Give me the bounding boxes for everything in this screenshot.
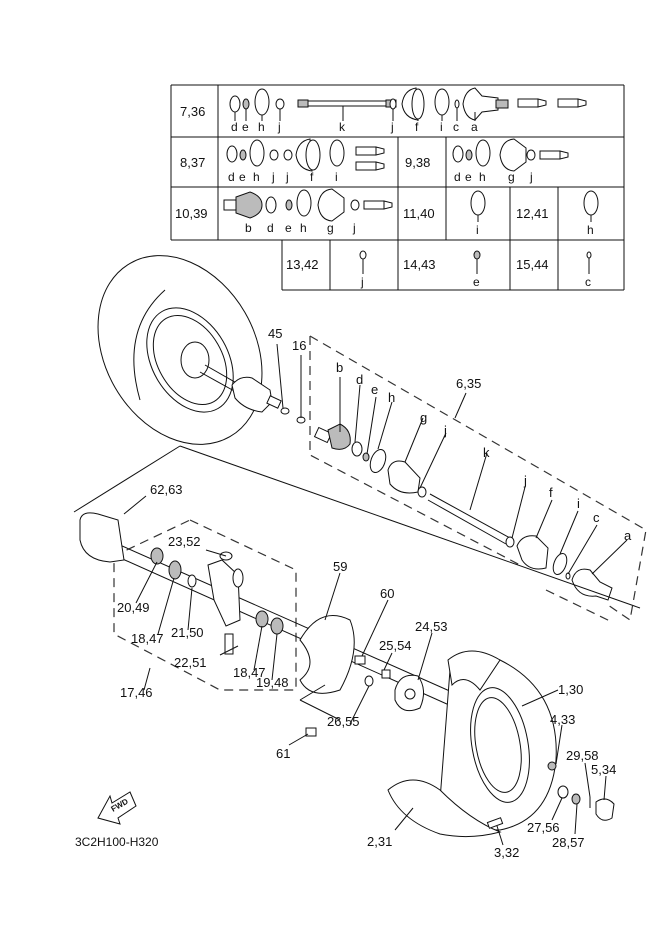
callout-23-52: 23,52 bbox=[168, 534, 201, 549]
callout-d: d bbox=[356, 372, 363, 387]
callout-j-lower: j bbox=[523, 473, 527, 488]
callout-g: g bbox=[420, 410, 427, 425]
callout-16: 16 bbox=[292, 338, 306, 353]
front-wheel-assembly bbox=[387, 650, 615, 838]
kit-8-37-part-f: f bbox=[310, 170, 314, 184]
callout-j-upper: j bbox=[443, 423, 447, 438]
kit-15-44-part-c: c bbox=[585, 275, 591, 289]
callout-18-47-left: 18,47 bbox=[131, 631, 164, 646]
callout-a: a bbox=[624, 528, 632, 543]
callout-24-53: 24,53 bbox=[415, 619, 448, 634]
kit-7-36-part-a: a bbox=[471, 120, 478, 134]
kit-row-10-39-icons: b d e h g j bbox=[223, 188, 393, 235]
kit-11-40-part-i: i bbox=[476, 223, 479, 237]
callout-k: k bbox=[483, 445, 490, 460]
leader-lines bbox=[123, 343, 628, 846]
knuckle-assembly bbox=[73, 445, 641, 737]
callout-62-63: 62,63 bbox=[150, 482, 183, 497]
kit-row-9-38-icons: d e h g j bbox=[452, 138, 569, 184]
kit-8-37-part-j: j bbox=[271, 170, 275, 184]
callout-3-32: 3,32 bbox=[494, 845, 519, 860]
kit-10-39-part-e: e bbox=[285, 221, 292, 235]
kit-7-36-part-k: k bbox=[339, 120, 346, 134]
callout-21-50: 21,50 bbox=[171, 625, 204, 640]
kit-7-36-part-e: e bbox=[242, 120, 249, 134]
callout-6-35: 6,35 bbox=[456, 376, 481, 391]
callout-26-55: 26,55 bbox=[327, 714, 360, 729]
kit-13-42-part-j: j bbox=[360, 275, 364, 289]
kit-row-7-36-icons: d e h j k j f i c a bbox=[229, 87, 587, 134]
kit-7-36-part-d: d bbox=[231, 120, 238, 134]
drive-shaft-assembly bbox=[280, 335, 647, 623]
kit-9-38-part-h: h bbox=[479, 170, 486, 184]
kit-7-36-part-j: j bbox=[277, 120, 281, 134]
kit-9-38-part-d: d bbox=[454, 170, 461, 184]
kit-ref-13-42: 13,42 bbox=[286, 257, 319, 272]
kit-ref-8-37: 8,37 bbox=[180, 155, 205, 170]
kit-8-37-part-j2: j bbox=[285, 170, 289, 184]
kit-7-36-part-j2: j bbox=[390, 120, 394, 134]
callout-45: 45 bbox=[268, 326, 282, 341]
callout-labels: 45 16 6,35 b d e h g j k j f i c a 62,63… bbox=[117, 326, 632, 860]
callout-27-56: 27,56 bbox=[527, 820, 560, 835]
callout-i: i bbox=[577, 496, 580, 511]
kit-12-41-part-h: h bbox=[587, 223, 594, 237]
kit-7-36-part-c: c bbox=[453, 120, 459, 134]
rear-wheel-assembly bbox=[97, 255, 282, 445]
callout-h: h bbox=[388, 390, 395, 405]
kit-9-38-part-j: j bbox=[529, 170, 533, 184]
kit-8-37-part-i: i bbox=[335, 170, 338, 184]
kit-8-37-part-h: h bbox=[253, 170, 260, 184]
callout-5-34: 5,34 bbox=[591, 762, 616, 777]
kit-7-36-part-h: h bbox=[258, 120, 265, 134]
callout-4-33: 4,33 bbox=[550, 712, 575, 727]
callout-59: 59 bbox=[333, 559, 347, 574]
kit-ref-12-41: 12,41 bbox=[516, 206, 549, 221]
callout-61: 61 bbox=[276, 746, 290, 761]
callout-e: e bbox=[371, 382, 378, 397]
callout-22-51: 22,51 bbox=[174, 655, 207, 670]
kit-ref-10-39: 10,39 bbox=[175, 206, 208, 221]
kit-10-39-part-g: g bbox=[327, 221, 334, 235]
callout-25-54: 25,54 bbox=[379, 638, 412, 653]
kit-10-39-part-j: j bbox=[352, 221, 356, 235]
callout-f: f bbox=[549, 485, 553, 500]
drawing-code: 3C2H100-H320 bbox=[75, 835, 159, 849]
kit-ref-9-38: 9,38 bbox=[405, 155, 430, 170]
callout-18-47-right: 18,47 bbox=[233, 665, 266, 680]
callout-c: c bbox=[593, 510, 600, 525]
kit-ref-14-43: 14,43 bbox=[403, 257, 436, 272]
callout-2-31: 2,31 bbox=[367, 834, 392, 849]
callout-29-58: 29,58 bbox=[566, 748, 599, 763]
kit-8-37-part-d: d bbox=[228, 170, 235, 184]
kit-10-39-part-d: d bbox=[267, 221, 274, 235]
fwd-arrow-icon: FWD bbox=[97, 791, 137, 825]
callout-20-49: 20,49 bbox=[117, 600, 150, 615]
callout-1-30: 1,30 bbox=[558, 682, 583, 697]
kit-10-39-part-b: b bbox=[245, 221, 252, 235]
kit-8-37-part-e: e bbox=[239, 170, 246, 184]
kit-7-36-part-i: i bbox=[440, 120, 443, 134]
kit-9-38-part-e: e bbox=[465, 170, 472, 184]
kit-ref-15-44: 15,44 bbox=[516, 257, 549, 272]
callout-60: 60 bbox=[380, 586, 394, 601]
kit-14-43-part-e: e bbox=[473, 275, 480, 289]
kit-table: 7,36 8,37 9,38 10,39 11,40 12,41 13,42 1… bbox=[170, 84, 625, 291]
kit-10-39-part-h: h bbox=[300, 221, 307, 235]
callout-b: b bbox=[336, 360, 343, 375]
kit-ref-11-40: 11,40 bbox=[403, 206, 435, 221]
callout-28-57: 28,57 bbox=[552, 835, 585, 850]
kit-7-36-part-f: f bbox=[415, 120, 419, 134]
callout-17-46: 17,46 bbox=[120, 685, 153, 700]
callout-19-48: 19,48 bbox=[256, 675, 289, 690]
kit-single-cells: i h j e c bbox=[359, 190, 599, 289]
kit-9-38-part-g: g bbox=[508, 170, 515, 184]
kit-ref-7-36: 7,36 bbox=[180, 104, 205, 119]
kit-row-8-37-icons: d e h j j f i bbox=[226, 138, 385, 184]
